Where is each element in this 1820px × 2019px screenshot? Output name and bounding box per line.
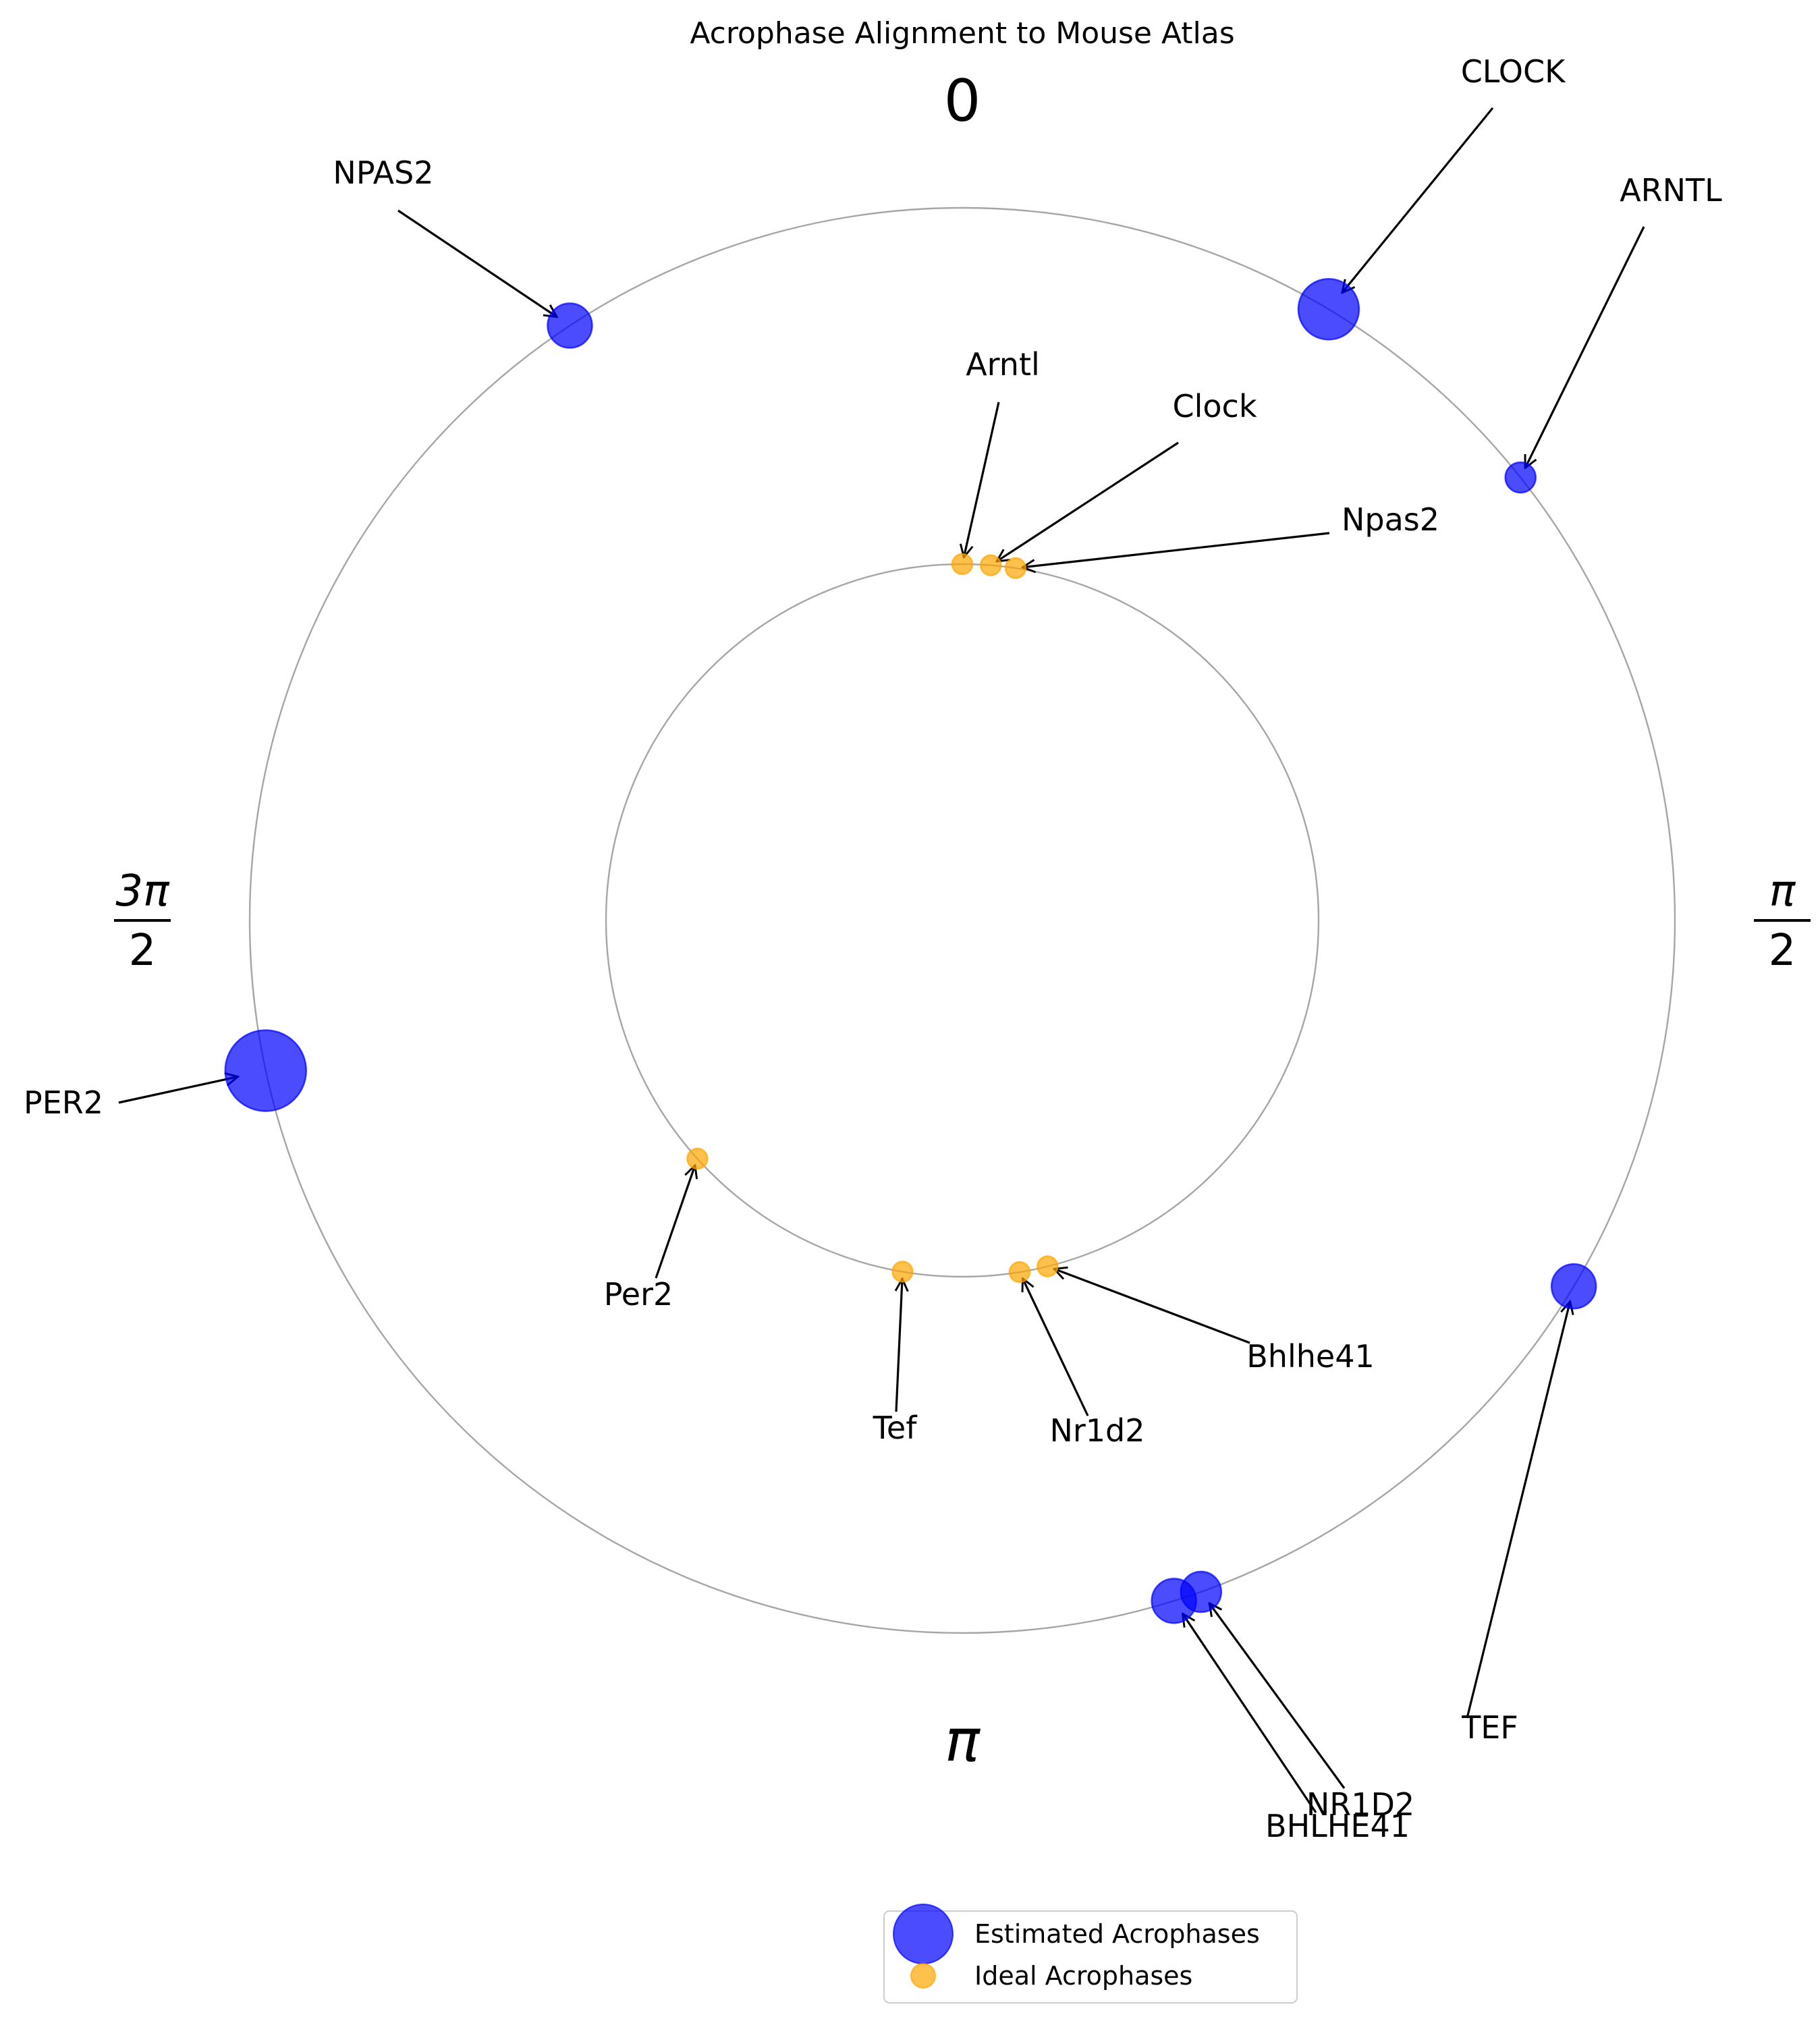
legend-marker-estimated — [893, 1904, 954, 1964]
data-points — [224, 278, 1597, 1624]
point-label: Nr1d2 — [1049, 1412, 1145, 1449]
annotation-arrow — [1022, 532, 1330, 568]
point-label: TEF — [1461, 1709, 1518, 1746]
ideal-acrophase-point — [1037, 1255, 1059, 1277]
angular-tick-label: π2 — [1754, 866, 1811, 976]
annotation-arrow — [896, 1279, 902, 1412]
tick-label: π — [945, 1707, 981, 1775]
annotation-arrow — [397, 209, 557, 317]
tick-label-numerator: π — [1769, 866, 1796, 916]
point-label: ARNTL — [1620, 172, 1722, 209]
point-label: NR1D2 — [1306, 1786, 1414, 1823]
ideal-acrophase-point — [979, 554, 1002, 576]
estimated-acrophase-point — [1297, 278, 1360, 341]
point-label: Per2 — [604, 1276, 673, 1312]
annotation-arrow — [1466, 1302, 1570, 1719]
point-label: NPAS2 — [333, 155, 433, 191]
radial-grid — [248, 206, 1676, 1634]
ideal-acrophase-point — [686, 1147, 709, 1170]
point-label: BHLHE41 — [1265, 1808, 1410, 1844]
ideal-acrophase-point — [1008, 1261, 1031, 1283]
tick-label-denominator: 2 — [129, 926, 157, 976]
annotation-arrows — [118, 107, 1645, 1813]
tick-label: 0 — [944, 67, 981, 135]
grid-circle-1 — [605, 563, 1320, 1278]
annotation-arrow — [1054, 1269, 1250, 1344]
annotation-arrow — [655, 1165, 695, 1279]
ideal-acrophase-point — [951, 553, 974, 576]
estimated-acrophase-point — [1550, 1263, 1597, 1310]
legend: Estimated Acrophases Ideal Acrophases — [883, 1904, 1298, 2003]
tick-label-numerator: 3π — [115, 866, 170, 916]
estimated-acrophase-point — [1504, 461, 1537, 494]
point-label: PER2 — [24, 1084, 103, 1121]
legend-label-estimated: Estimated Acrophases — [974, 1919, 1260, 1949]
angular-tick-label: 3π2 — [114, 866, 171, 976]
annotation-arrow — [997, 441, 1179, 561]
annotation-arrow — [1342, 107, 1494, 293]
tick-label-denominator: 2 — [1769, 926, 1796, 976]
point-label: Clock — [1173, 388, 1257, 424]
ideal-acrophase-point — [891, 1261, 914, 1283]
annotation-arrow — [1209, 1603, 1346, 1789]
annotation-arrow — [1022, 1279, 1089, 1416]
point-label: Tef — [873, 1410, 918, 1446]
legend-frame — [883, 1910, 1298, 2003]
annotation-arrow — [1525, 226, 1645, 468]
ideal-acrophase-point — [1004, 557, 1027, 580]
angular-tick-label: π — [945, 1707, 981, 1775]
point-label: Npas2 — [1342, 501, 1439, 538]
annotation-arrow — [118, 1077, 238, 1104]
annotation-arrow — [1183, 1614, 1317, 1813]
grid-circle-2 — [248, 206, 1676, 1634]
point-label: Bhlhe41 — [1246, 1338, 1374, 1375]
legend-label-ideal: Ideal Acrophases — [974, 1961, 1192, 1991]
estimated-acrophase-point — [1151, 1578, 1197, 1624]
point-label: CLOCK — [1461, 53, 1566, 90]
estimated-acrophase-point — [547, 302, 593, 349]
estimated-acrophase-point — [224, 1029, 307, 1112]
legend-marker-ideal — [910, 1963, 936, 1989]
point-label: Arntl — [966, 346, 1040, 383]
chart-title: Acrophase Alignment to Mouse Atlas — [690, 16, 1234, 51]
angular-tick-label: 0 — [944, 67, 981, 135]
annotation-arrow — [964, 402, 1000, 557]
